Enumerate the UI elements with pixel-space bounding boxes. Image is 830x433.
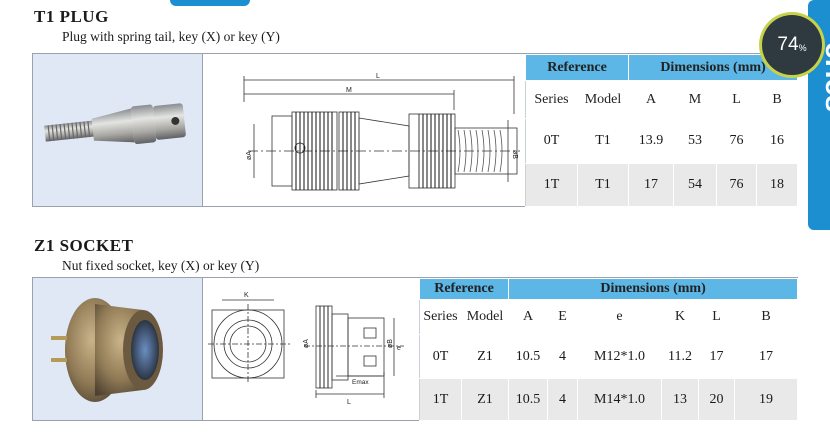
table-cell: Z1 (461, 378, 509, 421)
table-cell: 1T (525, 163, 578, 207)
t1-dim-L: L (376, 73, 380, 80)
table-cell: 54 (673, 163, 717, 207)
table-row: 1T T1 17 54 76 18 (525, 163, 799, 207)
t1-reference-header: Reference (525, 54, 629, 81)
table-cell: 18 (755, 163, 799, 207)
t1-panel: L M øA øB Reference Dimensions (mm) Seri… (32, 53, 799, 207)
z1-reference-header: Reference (419, 278, 509, 300)
table-cell: 17 (628, 163, 674, 207)
t1-dim-A: øA (246, 151, 253, 160)
t1-col-header: Model (577, 80, 629, 119)
z1-dimensions-table: Reference Dimensions (mm) Series Model A… (419, 278, 799, 421)
table-cell: 10.5 (508, 378, 548, 421)
z1-technical-drawing: K øA øB e Emax L (204, 278, 418, 420)
progress-badge[interactable]: 74% (762, 15, 822, 75)
t1-col-header: L (716, 80, 757, 119)
table-cell: 17 (698, 334, 735, 379)
z1-col-header: K (661, 299, 699, 335)
z1-col-header: L (698, 299, 735, 335)
z1-dim-L: L (347, 399, 351, 406)
z1-dimensions-header: Dimensions (mm) (507, 278, 799, 300)
t1-col-header: B (755, 80, 799, 119)
table-row: 0T T1 13.9 53 76 16 (525, 118, 799, 164)
table-cell: 17 (733, 334, 799, 379)
table-cell: 4 (547, 378, 578, 421)
table-cell: T1 (577, 163, 629, 207)
table-cell: 76 (716, 163, 757, 207)
table-cell: 10.5 (508, 334, 548, 379)
z1-dim-B: øB (387, 339, 394, 348)
table-cell: 0T (419, 334, 462, 379)
plug-image (44, 103, 186, 145)
z1-col-header: Model (461, 299, 509, 335)
t1-product-photo (33, 54, 203, 206)
z1-dim-K: K (244, 292, 249, 299)
table-cell: 53 (673, 118, 717, 164)
table-cell: Z1 (461, 334, 509, 379)
table-cell: 16 (755, 118, 799, 164)
z1-panel: K øA øB e Emax L Reference Dimensions (m… (32, 277, 799, 421)
t1-technical-drawing: L M øA øB (204, 54, 524, 206)
table-row: 1T Z1 10.5 4 M14*1.0 13 20 19 (419, 378, 799, 421)
t1-dimensions-table: Reference Dimensions (mm) Series Model A… (525, 54, 799, 207)
t1-col-header: Series (525, 80, 578, 119)
z1-dim-e: e (397, 345, 401, 352)
table-cell: 11.2 (661, 334, 699, 379)
progress-value: 74 (777, 34, 799, 55)
table-cell: T1 (577, 118, 629, 164)
z1-product-photo (33, 278, 203, 420)
z1-dim-Emax: Emax (352, 379, 369, 386)
table-cell: 1T (419, 378, 462, 421)
z1-title: Z1 SOCKET (34, 236, 134, 255)
table-cell: 13.9 (628, 118, 674, 164)
t1-title: T1 PLUG (34, 7, 109, 26)
z1-col-header: B (733, 299, 799, 335)
z1-col-header: E (547, 299, 578, 335)
t1-dim-M: M (346, 87, 352, 94)
top-accent-bar (170, 0, 250, 6)
table-cell: M12*1.0 (577, 334, 662, 379)
table-cell: 0T (525, 118, 578, 164)
socket-image (51, 298, 163, 402)
t1-dim-B: øB (511, 150, 518, 159)
table-cell: 13 (661, 378, 699, 421)
z1-col-header: A (508, 299, 548, 335)
table-row: 0T Z1 10.5 4 M12*1.0 11.2 17 17 (419, 334, 799, 379)
t1-subtitle: Plug with spring tail, key (X) or key (Y… (62, 29, 280, 44)
t1-col-header: M (673, 80, 717, 119)
progress-unit: % (798, 43, 807, 53)
z1-col-header: Series (419, 299, 462, 335)
z1-col-header: e (577, 299, 662, 335)
table-cell: M14*1.0 (577, 378, 662, 421)
table-cell: 4 (547, 334, 578, 379)
z1-dim-A: øA (303, 339, 310, 348)
z1-subtitle: Nut fixed socket, key (X) or key (Y) (62, 258, 260, 273)
t1-col-header: A (628, 80, 674, 119)
table-cell: 19 (733, 378, 799, 421)
table-cell: 20 (698, 378, 735, 421)
table-cell: 76 (716, 118, 757, 164)
